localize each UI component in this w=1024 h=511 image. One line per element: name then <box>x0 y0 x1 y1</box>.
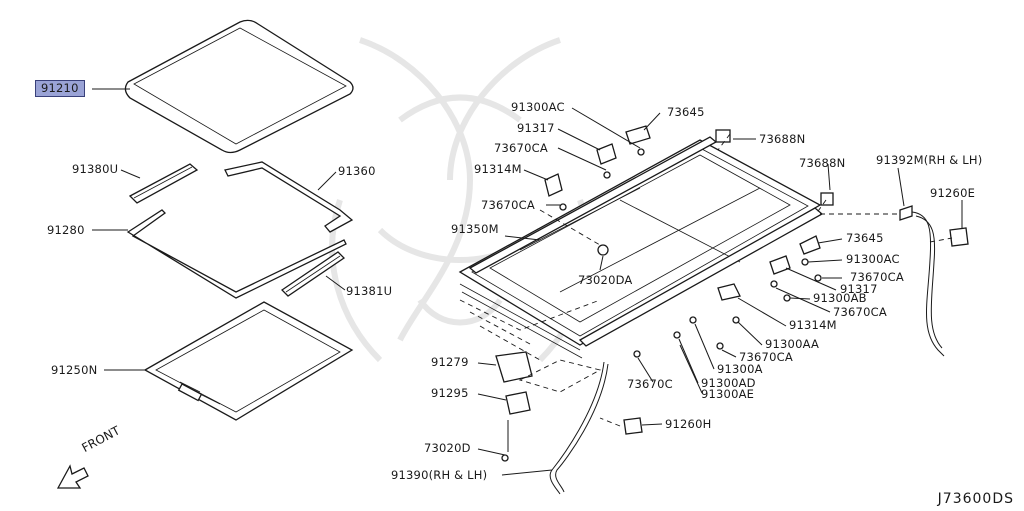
label-73670CA-d[interactable]: 73670CA <box>833 305 887 319</box>
bracket-73645-a <box>625 125 651 145</box>
glass-panel-91210 <box>124 19 354 154</box>
bolts <box>501 148 822 462</box>
label-73670CA-c[interactable]: 73670CA <box>850 270 904 284</box>
label-73688N-a[interactable]: 73688N <box>759 132 806 146</box>
label-91360[interactable]: 91360 <box>338 164 376 178</box>
label-73670CA-b[interactable]: 73670CA <box>481 198 535 212</box>
motor-91279 <box>495 351 533 383</box>
bracket-91314M-b <box>717 283 741 301</box>
label-91300AC-b[interactable]: 91300AC <box>846 252 900 266</box>
sunshade-91250N <box>143 301 354 421</box>
label-91300AD[interactable]: 91300AD <box>701 376 756 390</box>
label-91250N[interactable]: 91250N <box>51 363 98 377</box>
label-91280[interactable]: 91280 <box>47 223 85 237</box>
label-91392M[interactable]: 91392M(RH & LH) <box>876 153 983 167</box>
label-73645-a[interactable]: 73645 <box>667 105 705 119</box>
switch-91295 <box>505 391 531 415</box>
seal-91280 <box>126 209 347 299</box>
label-73645-b[interactable]: 73645 <box>846 231 884 245</box>
label-91390[interactable]: 91390(RH & LH) <box>391 468 488 482</box>
clip-73688N-a <box>715 129 731 143</box>
label-91300AB[interactable]: 91300AB <box>813 291 867 305</box>
clip-73688N-b <box>820 192 834 206</box>
label-73020DA[interactable]: 73020DA <box>578 273 633 287</box>
label-91300AE[interactable]: 91300AE <box>701 387 755 401</box>
label-73670CA-e[interactable]: 73670CA <box>739 350 793 364</box>
label-73670CA-a[interactable]: 73670CA <box>494 141 548 155</box>
label-91381U[interactable]: 91381U <box>346 284 393 298</box>
label-73688N-b[interactable]: 73688N <box>799 156 846 170</box>
strip-91381U <box>280 251 346 297</box>
assembly-lines <box>459 133 953 427</box>
label-91317-a[interactable]: 91317 <box>517 121 555 135</box>
label-73020D[interactable]: 73020D <box>424 441 471 455</box>
diagram-code: J73600DS <box>937 491 1014 507</box>
leader-lines <box>92 88 963 476</box>
label-91210[interactable]: 91210 <box>35 80 85 97</box>
label-91350M[interactable]: 91350M <box>451 222 499 236</box>
label-91300A[interactable]: 91300A <box>717 362 763 376</box>
bracket-73645-b <box>799 235 821 255</box>
front-arrow-icon <box>56 464 89 489</box>
label-91314M-b[interactable]: 91314M <box>789 318 837 332</box>
grommet-91260E <box>949 227 969 247</box>
label-91380U[interactable]: 91380U <box>72 162 119 176</box>
label-73670C[interactable]: 73670C <box>627 377 673 391</box>
bracket-91317-b <box>769 255 791 275</box>
label-91300AA[interactable]: 91300AA <box>765 337 820 351</box>
strip-91380U <box>128 163 199 204</box>
label-91314M-a[interactable]: 91314M <box>474 162 522 176</box>
label-91260H[interactable]: 91260H <box>665 417 712 431</box>
bracket-91317-a <box>596 143 617 165</box>
label-91317-b[interactable]: 91317 <box>840 282 878 296</box>
drain-hose-91390 <box>549 361 609 495</box>
bracket-91314M-a <box>544 173 563 197</box>
label-91260E[interactable]: 91260E <box>930 186 976 200</box>
label-91300AC-a[interactable]: 91300AC <box>511 100 565 114</box>
label-91279[interactable]: 91279 <box>431 355 469 369</box>
grommet-91260H <box>623 417 643 435</box>
watermark-emblem <box>329 37 591 363</box>
rail-91360 <box>224 161 354 233</box>
label-91295[interactable]: 91295 <box>431 386 469 400</box>
drain-hose-91392M <box>899 205 945 357</box>
